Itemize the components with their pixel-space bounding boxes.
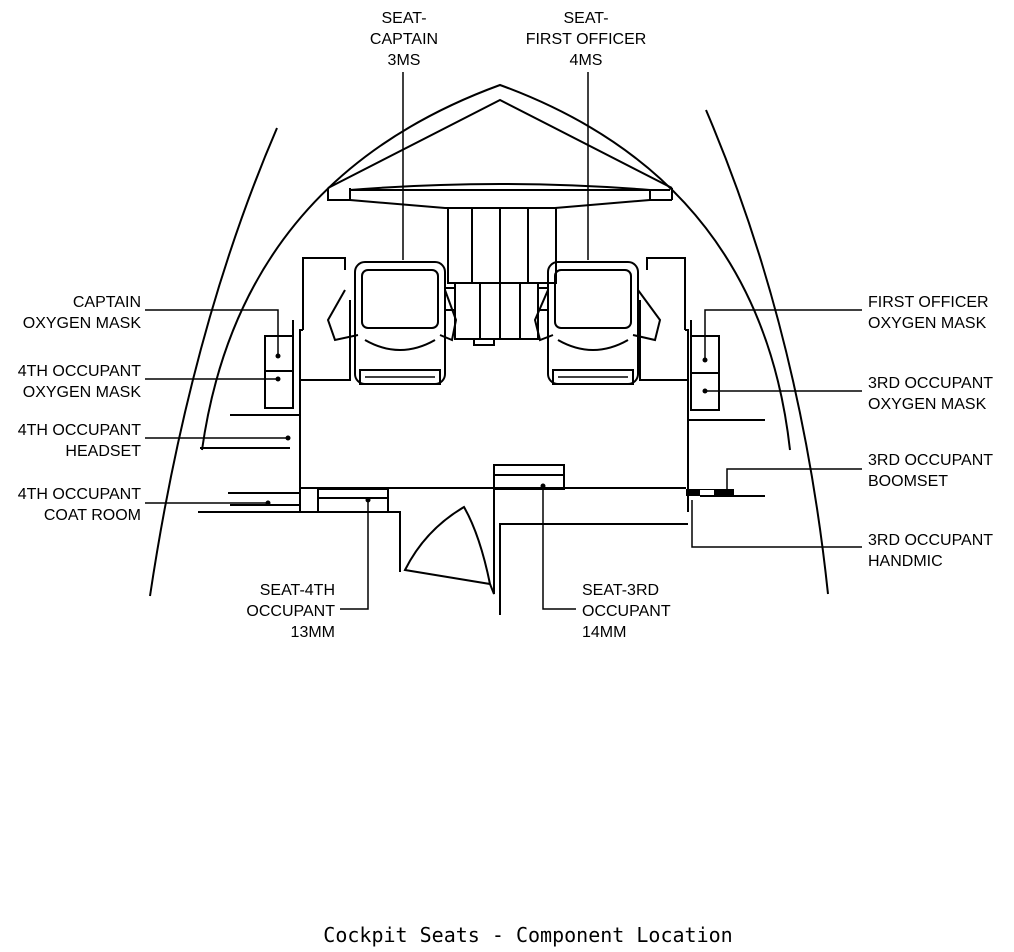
fourth-occupant-seat-shape	[317, 488, 389, 513]
label-line: OXYGEN MASK	[868, 396, 987, 413]
label-third-occupant-oxygen-mask: 3RD OCCUPANT OXYGEN MASK	[868, 375, 993, 413]
label-line: OXYGEN MASK	[23, 384, 142, 401]
label-seat-third-occupant: SEAT-3RD OCCUPANT 14MM	[582, 582, 671, 641]
label-line: 13MM	[291, 624, 335, 641]
flight-deck-structure	[198, 257, 765, 615]
label-line: SEAT-	[381, 10, 426, 27]
label-fourth-occupant-headset: 4TH OCCUPANT HEADSET	[18, 422, 141, 460]
label-line: FIRST OFFICER	[526, 31, 647, 48]
label-seat-first-officer: SEAT- FIRST OFFICER 4MS	[526, 10, 647, 69]
captain-seat-shape	[326, 261, 458, 385]
boomset-jack	[686, 489, 734, 496]
figure-caption: Cockpit Seats - Component Location	[323, 923, 732, 947]
label-line: 3RD OCCUPANT	[868, 532, 993, 549]
label-line: 4TH OCCUPANT	[18, 486, 141, 503]
label-line: BOOMSET	[868, 473, 948, 490]
flight-deck-door	[403, 505, 492, 586]
label-line: 3RD OCCUPANT	[868, 375, 993, 392]
label-line: OCCUPANT	[246, 603, 335, 620]
label-line: OCCUPANT	[582, 603, 671, 620]
leader-lines	[145, 72, 862, 610]
label-line: OXYGEN MASK	[23, 315, 142, 332]
label-line: 3MS	[388, 52, 421, 69]
label-line: 4TH OCCUPANT	[18, 422, 141, 439]
label-line: OXYGEN MASK	[868, 315, 987, 332]
label-captain-oxygen-mask: CAPTAIN OXYGEN MASK	[23, 294, 142, 332]
label-seat-captain: SEAT- CAPTAIN 3MS	[370, 10, 438, 69]
label-fourth-occupant-oxygen-mask: 4TH OCCUPANT OXYGEN MASK	[18, 363, 142, 401]
label-line: 4TH OCCUPANT	[18, 363, 141, 380]
label-line: HEADSET	[65, 443, 141, 460]
label-line: SEAT-4TH	[260, 582, 335, 599]
label-line: FIRST OFFICER	[868, 294, 989, 311]
label-seat-fourth-occupant: SEAT-4TH OCCUPANT 13MM	[246, 582, 335, 641]
label-first-officer-oxygen-mask: FIRST OFFICER OXYGEN MASK	[868, 294, 989, 332]
observer-area	[317, 464, 565, 595]
fuselage-outline	[149, 83, 829, 597]
label-line: CAPTAIN	[73, 294, 141, 311]
label-third-occupant-handmic: 3RD OCCUPANT HANDMIC	[868, 532, 993, 570]
third-occupant-seat-shape	[493, 464, 565, 490]
label-line: 14MM	[582, 624, 626, 641]
label-line: SEAT-3RD	[582, 582, 659, 599]
label-line: 3RD OCCUPANT	[868, 452, 993, 469]
label-line: CAPTAIN	[370, 31, 438, 48]
label-line: HANDMIC	[868, 553, 943, 570]
instrument-panel	[327, 183, 673, 346]
first-officer-seat-shape	[533, 261, 662, 385]
label-fourth-occupant-coat-room: 4TH OCCUPANT COAT ROOM	[18, 486, 141, 524]
label-line: COAT ROOM	[44, 507, 141, 524]
label-line: SEAT-	[563, 10, 608, 27]
label-line: 4MS	[570, 52, 603, 69]
label-third-occupant-boomset: 3RD OCCUPANT BOOMSET	[868, 452, 993, 490]
